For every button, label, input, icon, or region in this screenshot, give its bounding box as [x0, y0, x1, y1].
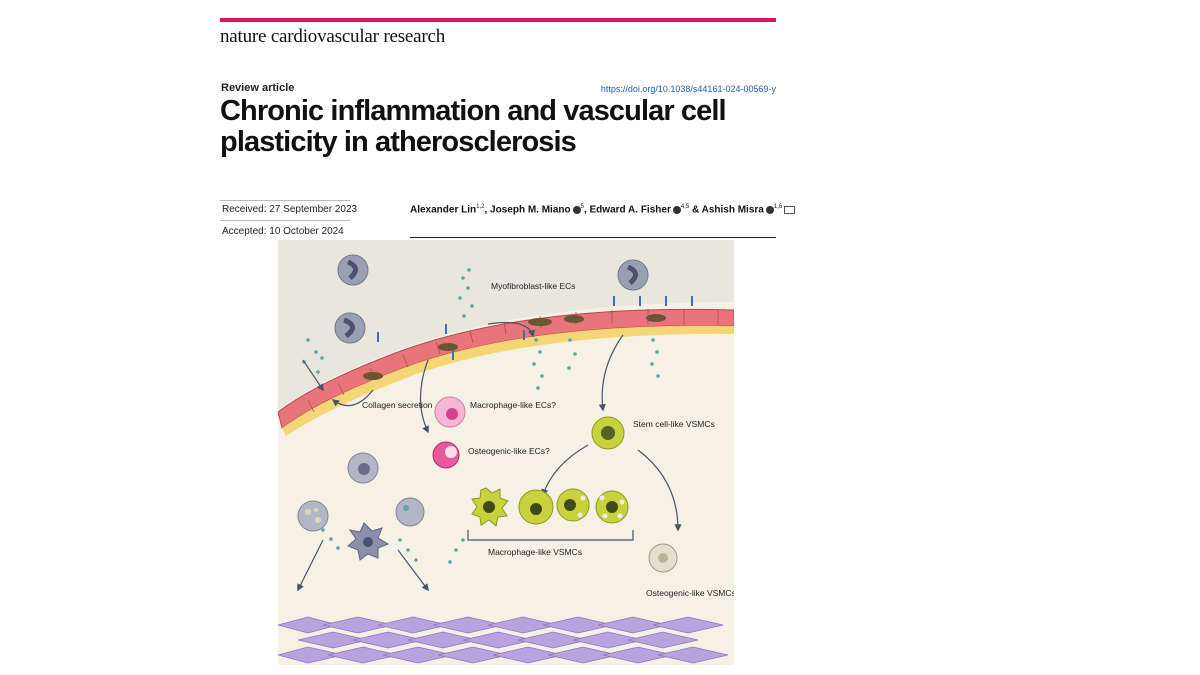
foam-cell: [297, 500, 329, 532]
foam-cell: [395, 497, 425, 527]
author-affiliation: 1,6: [773, 204, 783, 210]
label-osteogenic-like-vsmcs: Osteogenic-like VSMCs: [646, 588, 734, 598]
monocyte-cell: [337, 254, 369, 286]
group-bracket: [467, 530, 634, 541]
author-affiliation: 4,5: [680, 204, 690, 210]
author-name[interactable]: Joseph M. Miano: [490, 204, 571, 216]
journal-name: nature cardiovascular research: [220, 26, 446, 47]
dendritic-cell: [347, 522, 390, 561]
orcid-icon[interactable]: [765, 205, 774, 214]
macrophage-like-vsmc-cell: [471, 487, 509, 527]
article-title: Chronic inflammation and vascular cell p…: [220, 95, 727, 158]
label-macrophage-like-vsmcs: Macrophage-like VSMCs: [488, 547, 582, 557]
monocyte-cell: [617, 259, 649, 291]
received-date: Received: 27 September 2023: [222, 204, 358, 215]
author-name[interactable]: Ashish Misra: [701, 204, 764, 216]
label-collagen-secretion: Collagen secretion: [362, 400, 433, 410]
differentiation-arrows: [297, 321, 682, 592]
macrophage-like-vsmc-cell: [518, 489, 554, 525]
divider: [220, 200, 350, 201]
divider: [220, 220, 350, 221]
macrophage-like-vsmc-cell: [556, 488, 590, 522]
author-affiliation: 5: [580, 204, 584, 210]
article-header: nature cardiovascular research Review ar…: [220, 18, 796, 238]
label-stem-cell-like-vsmcs: Stem cell-like VSMCs: [633, 419, 715, 429]
monocyte-cell: [334, 312, 366, 344]
accepted-date: Accepted: 10 October 2024: [222, 226, 344, 237]
macrophage-cell: [347, 452, 379, 484]
author-affiliation: 1,2: [476, 204, 485, 210]
author-name[interactable]: Edward A. Fisher: [589, 204, 671, 216]
receptor-markers: [377, 296, 693, 360]
osteogenic-like-ec-cell: [432, 441, 460, 469]
divider: [410, 237, 776, 238]
label-myofibroblast-ecs: Myofibroblast-like ECs: [491, 281, 576, 291]
macrophage-like-ec-cell: [434, 396, 466, 428]
macrophage-like-vsmc-cell: [595, 490, 629, 524]
figure-illustration: Myofibroblast-like ECs Collagen secretio…: [276, 240, 736, 665]
orcid-icon[interactable]: [572, 205, 581, 214]
fibroblast-layer: [276, 616, 729, 664]
stem-cell-like-vsmc-cell: [591, 416, 625, 450]
orcid-icon[interactable]: [672, 205, 681, 214]
journal-accent-bar: [220, 18, 776, 22]
figure: Myofibroblast-like ECs Collagen secretio…: [276, 240, 736, 665]
mail-icon[interactable]: [784, 205, 796, 214]
doi-link[interactable]: https://doi.org/10.1038/s44161-024-00569…: [600, 84, 776, 94]
article-type: Review article: [221, 82, 295, 94]
author-name[interactable]: Alexander Lin: [410, 204, 477, 216]
osteogenic-like-vsmc-cell: [648, 543, 678, 573]
cytokine-particles: [302, 268, 660, 564]
label-macrophage-like-ecs: Macrophage-like ECs?: [470, 400, 556, 410]
label-osteogenic-like-ecs: Osteogenic-like ECs?: [468, 446, 550, 456]
